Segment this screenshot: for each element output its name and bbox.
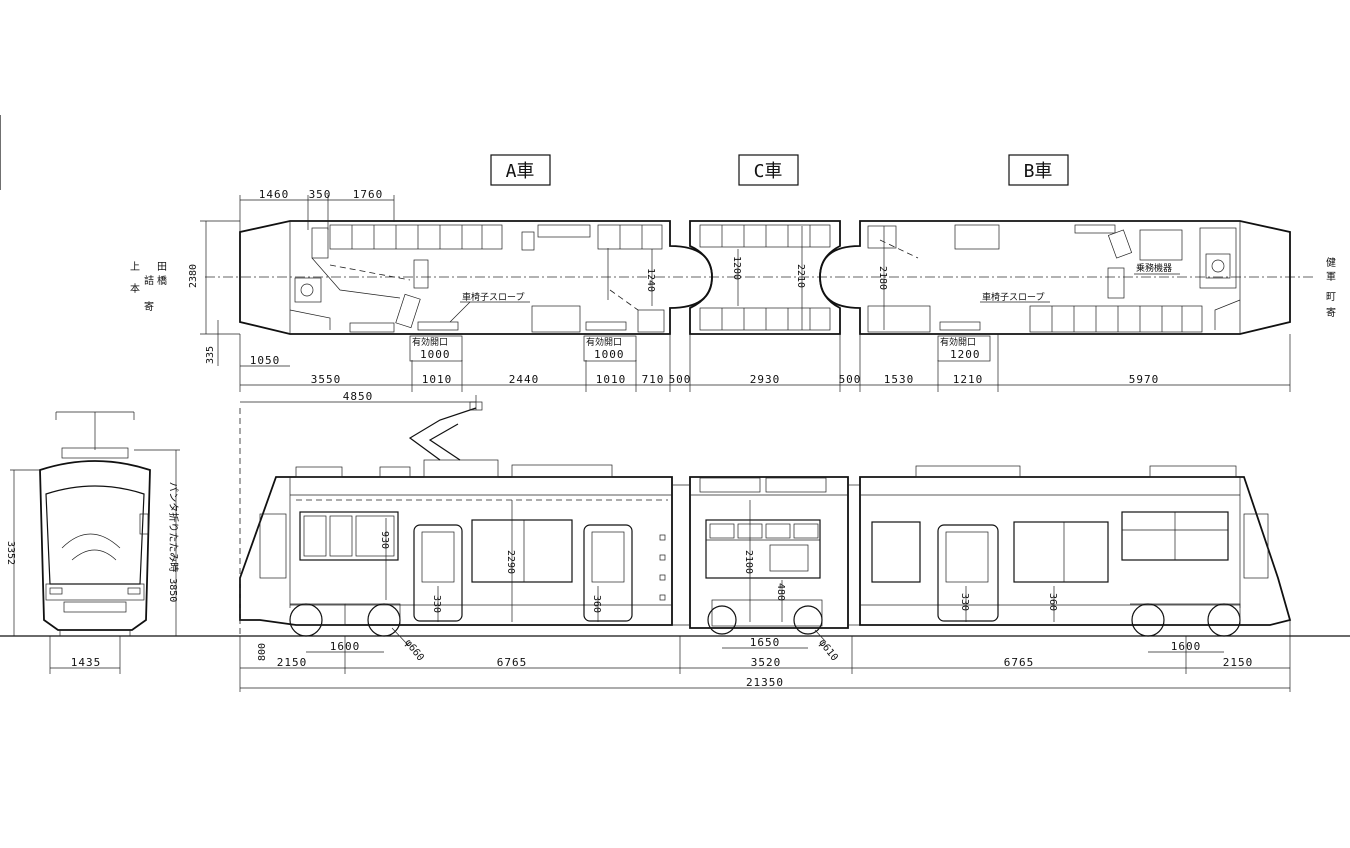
side-view <box>0 401 1350 637</box>
door-eff-label-b: 有効開口 <box>940 336 976 348</box>
front-view: 3352 パンタ折りたたみ時 3850 1435 <box>5 411 180 674</box>
door-eff-label-a2: 有効開口 <box>586 336 622 348</box>
dim-2150b: 2150 <box>1223 656 1254 669</box>
dir-left-3: 詰 <box>144 274 154 287</box>
plan-car-a-outline <box>239 220 713 335</box>
plan-dimensions: 1050 3550 1010 2440 1010 710 500 2930 50… <box>239 334 1291 410</box>
plan-seats-a-top <box>329 224 663 251</box>
dim-1050: 1050 <box>250 354 281 367</box>
side-car-c-body <box>689 476 849 629</box>
wheel-a1 <box>289 603 323 637</box>
dim-6765b: 6765 <box>1004 656 1035 669</box>
car-label-a: A車 <box>490 154 551 186</box>
car-label-b: B車 <box>1008 154 1069 186</box>
dim-1010a: 1010 <box>422 373 453 386</box>
dir-left-4: 橋 <box>157 274 167 287</box>
dim-800: 800 <box>257 643 268 661</box>
dim-3550: 3550 <box>311 373 342 386</box>
dim-2440: 2440 <box>509 373 540 386</box>
wheelchair-ramp-label-a: 車椅子スロープ <box>462 291 524 303</box>
dim-1530: 1530 <box>884 373 915 386</box>
plan-view: 車椅子スロープ <box>130 188 1336 366</box>
dim-1600a: 1600 <box>330 640 361 653</box>
dir-right-1: 軍 <box>1326 271 1336 283</box>
dim-3352: 3352 <box>5 541 16 565</box>
dim-1760: 1760 <box>353 188 384 201</box>
door-eff-label-a1: 有効開口 <box>412 336 448 348</box>
plan-car-b-outline <box>819 220 1291 335</box>
dir-right-2: 町 <box>1326 292 1336 303</box>
wheel-c1 <box>707 605 737 635</box>
dim-1650: 1650 <box>750 636 781 649</box>
wheel-b1 <box>1131 603 1165 637</box>
door-eff-b: 1200 <box>950 348 981 361</box>
pantograph <box>408 407 477 461</box>
dim-4850: 4850 <box>343 390 374 403</box>
plan-car-c-outline <box>689 220 841 335</box>
dim-710: 710 <box>642 373 665 386</box>
dim-1240: 1240 <box>645 268 656 292</box>
dim-500a: 500 <box>669 373 692 386</box>
dim-total-21350: 21350 <box>746 676 784 689</box>
door-eff-a2: 1000 <box>594 348 625 361</box>
dim-360a: 360 <box>591 595 602 613</box>
dir-right-0: 健 <box>1326 257 1336 269</box>
dim-phi660: φ660 <box>402 638 426 664</box>
dim-1210: 1210 <box>953 373 984 386</box>
dim-330a: 330 <box>431 595 442 613</box>
dim-2180: 2180 <box>877 266 888 290</box>
plan-seats-a-bottom <box>417 248 665 333</box>
car-label-b-text: B車 <box>1024 161 1053 182</box>
dim-2210: 2210 <box>795 264 806 288</box>
dim-1600b: 1600 <box>1171 640 1202 653</box>
dim-480: 480 <box>775 583 786 601</box>
wheelchair-ramp-label-b: 車椅子スロープ <box>982 291 1044 303</box>
dim-phi610: φ610 <box>816 638 840 664</box>
dim-2100: 2100 <box>743 550 754 574</box>
door-eff-a1: 1000 <box>420 348 451 361</box>
dim-3520: 3520 <box>751 656 782 669</box>
dim-5970: 5970 <box>1129 373 1160 386</box>
plan-seats-c <box>699 224 831 331</box>
dim-930: 930 <box>379 531 390 549</box>
dim-2290: 2290 <box>505 550 516 574</box>
side-car-b-body <box>859 476 1292 626</box>
wheel-c2 <box>793 605 823 635</box>
dim-1435: 1435 <box>71 656 102 669</box>
side-car-a-body <box>239 476 673 626</box>
dir-left-1: 本 <box>130 282 140 295</box>
dim-330b: 330 <box>959 593 970 611</box>
car-label-c-text: C車 <box>754 161 783 182</box>
side-dimensions: 930 2290 330 360 2100 480 330 360 800 φ6… <box>239 408 1291 692</box>
dir-right-3: 寄 <box>1326 306 1336 319</box>
dim-500b: 500 <box>839 373 862 386</box>
dir-left-5: 寄 <box>144 300 154 313</box>
dim-6765a: 6765 <box>497 656 528 669</box>
plan-cab-a <box>289 227 429 333</box>
dim-2380: 2380 <box>188 264 199 288</box>
wheel-b2 <box>1207 603 1241 637</box>
dim-pantograph-3850: パンタ折りたたみ時 3850 <box>167 482 180 603</box>
plan-seats-b <box>867 224 1241 333</box>
dim-2150a: 2150 <box>277 656 308 669</box>
dim-350: 350 <box>309 188 332 201</box>
car-label-a-text: A車 <box>506 161 535 182</box>
dim-1200: 1200 <box>731 256 742 280</box>
front-body <box>39 460 151 631</box>
fare-box-label: 乗務機器 <box>1136 262 1172 274</box>
dim-1460: 1460 <box>259 188 290 201</box>
dim-335: 335 <box>205 346 216 364</box>
dim-1010b: 1010 <box>596 373 627 386</box>
car-label-c: C車 <box>738 154 799 186</box>
dir-left-2: 田 <box>157 262 167 273</box>
dim-360b: 360 <box>1047 593 1058 611</box>
dim-2930: 2930 <box>750 373 781 386</box>
dir-left-0: 上 <box>130 261 140 273</box>
